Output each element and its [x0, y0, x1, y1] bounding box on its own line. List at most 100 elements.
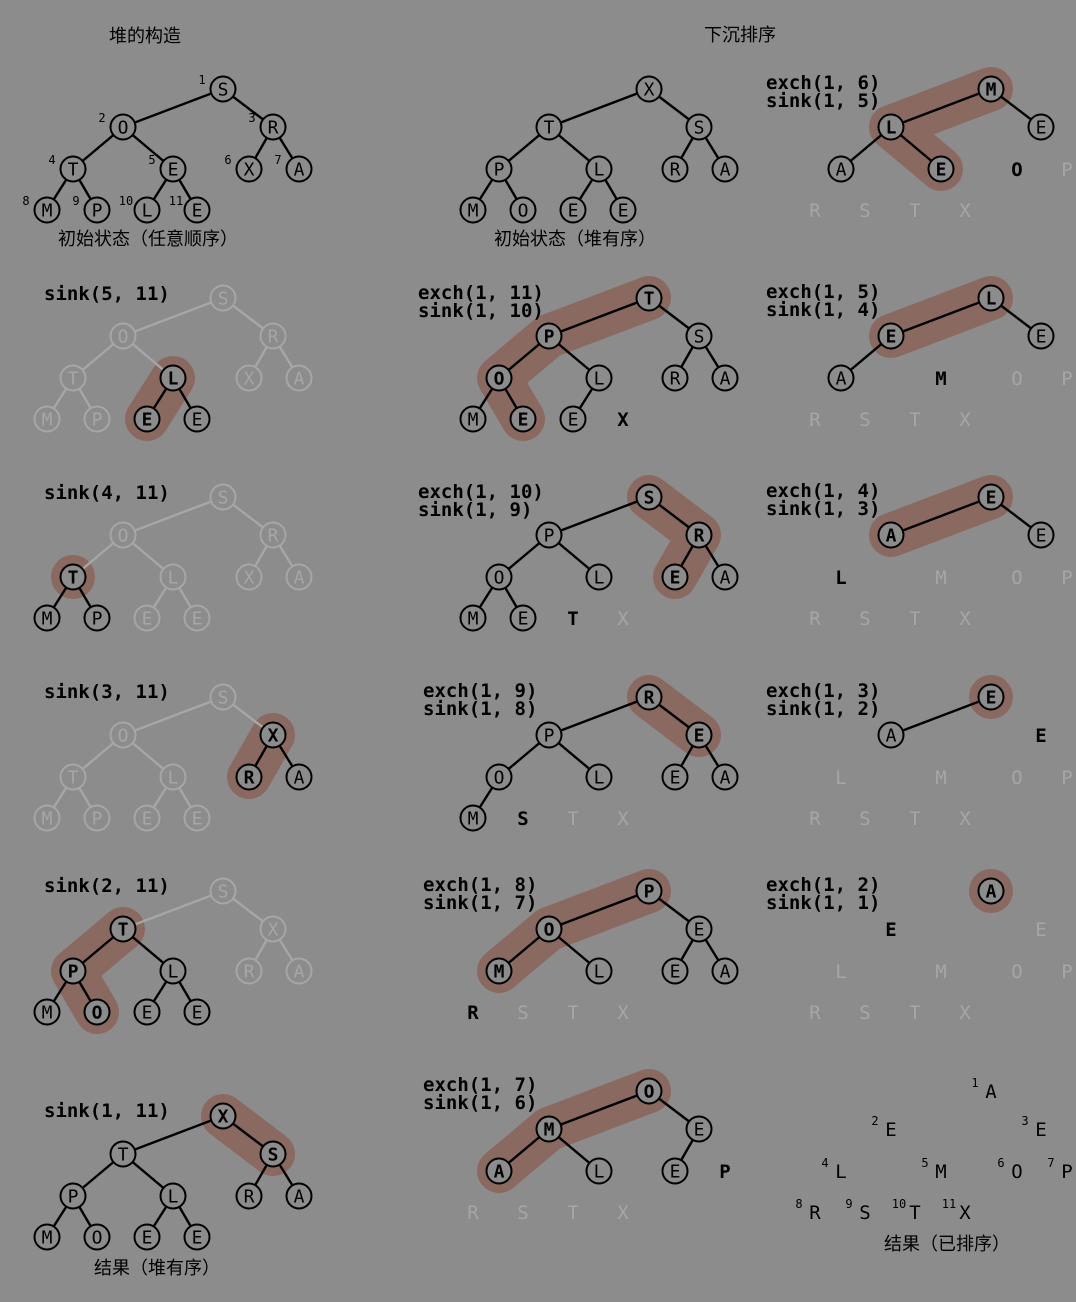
- op-label: sink(2, 11): [44, 875, 170, 897]
- sorted-key: P: [1061, 159, 1072, 181]
- node-letter: R: [268, 327, 279, 348]
- node-circle: [977, 683, 1005, 711]
- node-letter: L: [168, 1187, 179, 1208]
- caption-result-heap: 结果（堆有序）: [94, 1258, 220, 1279]
- node-circle: [485, 364, 513, 392]
- heap-node: R: [635, 683, 663, 711]
- node-circle: [133, 196, 161, 224]
- node-circle: [159, 1182, 187, 1210]
- heap-node: E: [183, 604, 211, 632]
- op-label: exch(1, 8)sink(1, 7): [423, 874, 537, 914]
- heap-node: P: [485, 155, 513, 183]
- heap-node: A: [485, 1157, 513, 1185]
- op-label: exch(1, 10)sink(1, 9): [418, 481, 544, 521]
- node-circle: [635, 1077, 663, 1105]
- sorted-key: X: [617, 1002, 629, 1024]
- heap-node: L: [585, 563, 613, 591]
- node-letter: E: [986, 688, 997, 709]
- sorted-key: T: [567, 808, 578, 830]
- node-letter: T: [118, 1145, 129, 1166]
- heap-node: T: [59, 563, 87, 591]
- tree-edge: [890, 695, 992, 737]
- node-circle: [235, 957, 263, 985]
- sorted-key: T: [909, 808, 920, 830]
- node-circle: [33, 604, 61, 632]
- node-letter: R: [670, 160, 681, 181]
- node-circle: [83, 604, 111, 632]
- node-circle: [609, 196, 637, 224]
- node-letter: A: [986, 882, 997, 903]
- node-circle: [59, 763, 87, 791]
- sorted-key: O: [1011, 767, 1022, 789]
- sorted-key: S: [859, 409, 870, 431]
- node-circle: [509, 405, 537, 433]
- heap-node: L: [585, 957, 613, 985]
- node-circle: [559, 196, 587, 224]
- sorted-key: E: [885, 1119, 896, 1141]
- node-circle: [711, 563, 739, 591]
- node-letter: L: [594, 369, 605, 390]
- node-letter: P: [92, 609, 103, 630]
- node-letter: E: [142, 809, 153, 830]
- tree-edge: [548, 889, 650, 931]
- node-letter: X: [268, 920, 279, 941]
- node-circle: [109, 521, 137, 549]
- heap-node: S: [685, 113, 713, 141]
- heap-node: M8: [22, 194, 61, 224]
- node-index: 9: [72, 194, 79, 208]
- op-label: sink(4, 11): [44, 482, 170, 504]
- node-circle: [209, 683, 237, 711]
- node-letter: E: [142, 1228, 153, 1249]
- node-index: 11: [169, 194, 183, 208]
- node-circle: [977, 877, 1005, 905]
- sorted-key: X: [617, 409, 629, 431]
- sorted-key: M: [935, 368, 946, 390]
- heap-node: E: [1027, 521, 1055, 549]
- node-letter: E: [192, 1003, 203, 1024]
- heap-node: E: [183, 804, 211, 832]
- heap-node: T: [635, 284, 663, 312]
- sorted-key: L: [835, 567, 846, 589]
- node-circle: [83, 196, 111, 224]
- heap-node: P: [59, 957, 87, 985]
- node-letter: A: [720, 962, 731, 983]
- node-circle: [109, 721, 137, 749]
- node-letter: L: [594, 160, 605, 181]
- heap-node: L: [159, 957, 187, 985]
- sorted-key: X: [959, 200, 971, 222]
- node-circle: [285, 364, 313, 392]
- node-letter: E: [568, 201, 579, 222]
- heap-node: M: [33, 1223, 61, 1251]
- sorted-key: O: [1011, 159, 1022, 181]
- sorted-key: R: [809, 1202, 821, 1224]
- heap-node: S: [209, 683, 237, 711]
- node-letter: S: [694, 327, 705, 348]
- sorted-index: 8: [795, 1197, 802, 1211]
- heap-node: L: [877, 113, 905, 141]
- node-letter: X: [244, 369, 255, 390]
- heap-node: L: [159, 1182, 187, 1210]
- heap-node: R: [661, 155, 689, 183]
- heap-node: M: [459, 604, 487, 632]
- heap-node: P: [59, 1182, 87, 1210]
- heap-node: E: [183, 998, 211, 1026]
- tree-edge: [548, 296, 650, 338]
- heap-node: L: [585, 155, 613, 183]
- node-letter: A: [836, 369, 847, 390]
- node-circle: [535, 521, 563, 549]
- heap-node: T: [109, 915, 137, 943]
- sorted-index: 11: [942, 1197, 956, 1211]
- node-letter: L: [142, 201, 153, 222]
- node-letter: R: [268, 526, 279, 547]
- heap-node: E5: [148, 153, 187, 183]
- heap-node: X: [259, 915, 287, 943]
- heap-node: E: [685, 915, 713, 943]
- sorted-key: T: [567, 608, 578, 630]
- node-circle: [133, 804, 161, 832]
- sorted-index: 7: [1047, 1156, 1054, 1170]
- node-circle: [485, 155, 513, 183]
- node-circle: [585, 1157, 613, 1185]
- node-circle: [209, 877, 237, 905]
- node-letter: M: [42, 1003, 53, 1024]
- heap-node: E: [977, 483, 1005, 511]
